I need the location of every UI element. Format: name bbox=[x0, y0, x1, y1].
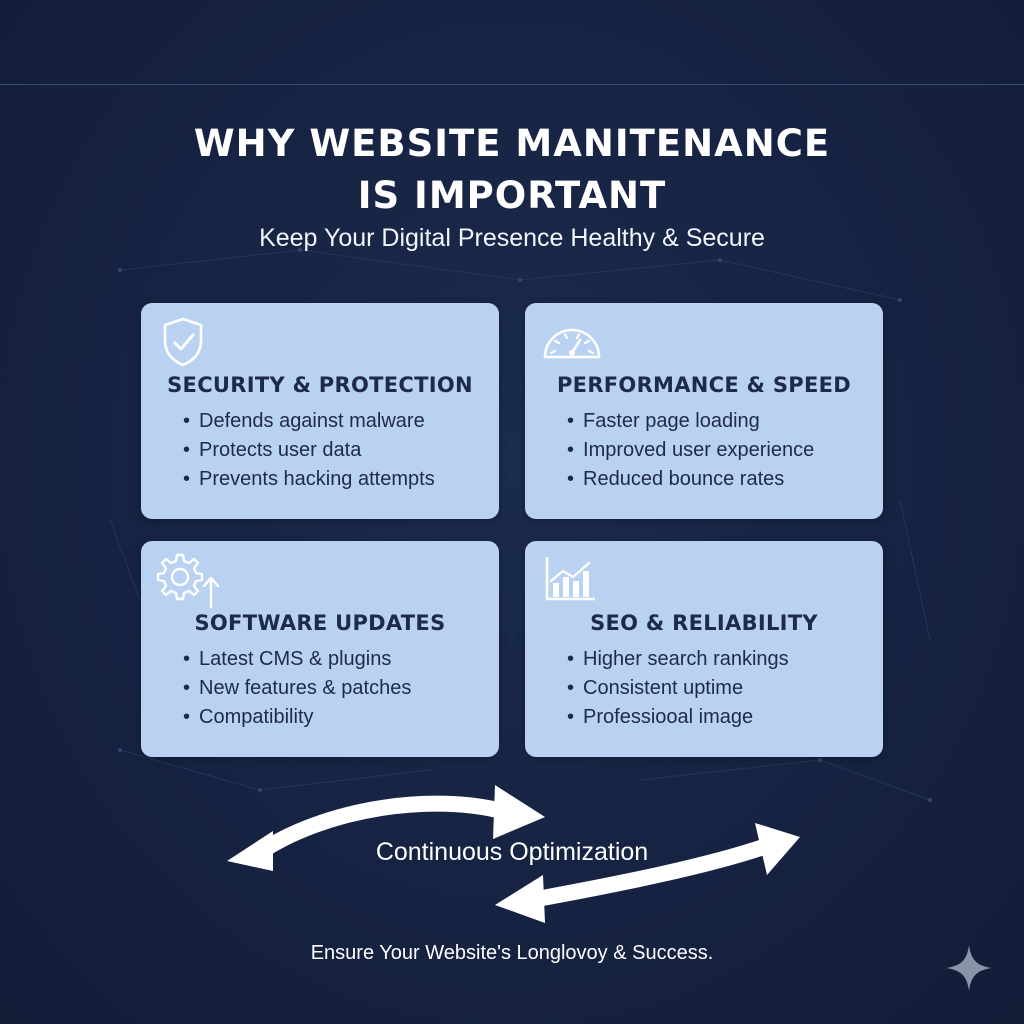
list-item: Reduced bounce rates bbox=[567, 465, 814, 494]
page-title-line-1: WHY WEBSITE MANITENANCE bbox=[193, 122, 831, 165]
list-item: Higher search rankings bbox=[567, 645, 789, 674]
card-title: SECURITY & PROTECTION bbox=[167, 373, 473, 397]
sparkle-icon bbox=[946, 945, 992, 991]
card-title: SOFTWARE UPDATES bbox=[194, 611, 446, 635]
list-item: Defends against malware bbox=[183, 407, 435, 436]
cycle-arrows bbox=[227, 785, 800, 923]
gear-arrow-icon bbox=[156, 553, 220, 609]
list-item: Latest CMS & plugins bbox=[183, 645, 411, 674]
list-item: Improved user experience bbox=[567, 436, 814, 465]
list-item: Consistent uptime bbox=[567, 674, 789, 703]
page-title: WHY WEBSITE MANITENANCE IS IMPORTANT bbox=[0, 118, 1024, 222]
page-subtitle: Keep Your Digital Presence Healthy & Sec… bbox=[259, 224, 765, 252]
card-title: PERFORMANCE & SPEED bbox=[556, 373, 852, 397]
cycle-arrow-bottom-head-right bbox=[755, 823, 800, 875]
shield-check-icon bbox=[163, 317, 203, 367]
card-performance-speed: PERFORMANCE & SPEED Faster page loading … bbox=[525, 303, 883, 519]
card-bullet-list: Latest CMS & plugins New features & patc… bbox=[183, 645, 411, 732]
card-software-updates: SOFTWARE UPDATES Latest CMS & plugins Ne… bbox=[141, 541, 499, 757]
cycle-arrow-bottom bbox=[513, 835, 778, 911]
card-bullet-list: Faster page loading Improved user experi… bbox=[567, 407, 814, 494]
speedometer-icon bbox=[543, 328, 601, 359]
top-divider bbox=[0, 84, 1024, 85]
card-bullet-list: Higher search rankings Consistent uptime… bbox=[567, 645, 789, 732]
cycle-arrow-top-head-right bbox=[493, 785, 545, 839]
card-bullet-list: Defends against malware Protects user da… bbox=[183, 407, 435, 494]
cycle-arrow-top bbox=[248, 795, 518, 864]
card-security-protection: SECURITY & PROTECTION Defends against ma… bbox=[141, 303, 499, 519]
list-item: Prevents hacking attempts bbox=[183, 465, 435, 494]
list-item: Professiooal image bbox=[567, 703, 789, 732]
list-item: Compatibility bbox=[183, 703, 411, 732]
list-item: Faster page loading bbox=[567, 407, 814, 436]
list-item: Protects user data bbox=[183, 436, 435, 465]
card-seo-reliability: SEO & RELIABILITY Higher search rankings… bbox=[525, 541, 883, 757]
footer-tagline: Ensure Your Website's Longlovoy & Succes… bbox=[310, 942, 714, 964]
card-title: SEO & RELIABILITY bbox=[590, 611, 818, 635]
page-title-line-2: IS IMPORTANT bbox=[357, 174, 667, 217]
bar-chart-icon bbox=[545, 557, 595, 601]
cycle-arrow-bottom-head-left bbox=[495, 875, 545, 923]
list-item: New features & patches bbox=[183, 674, 411, 703]
cycle-label: Continuous Optimization bbox=[375, 838, 649, 866]
cycle-arrow-top-head-left bbox=[227, 831, 273, 871]
